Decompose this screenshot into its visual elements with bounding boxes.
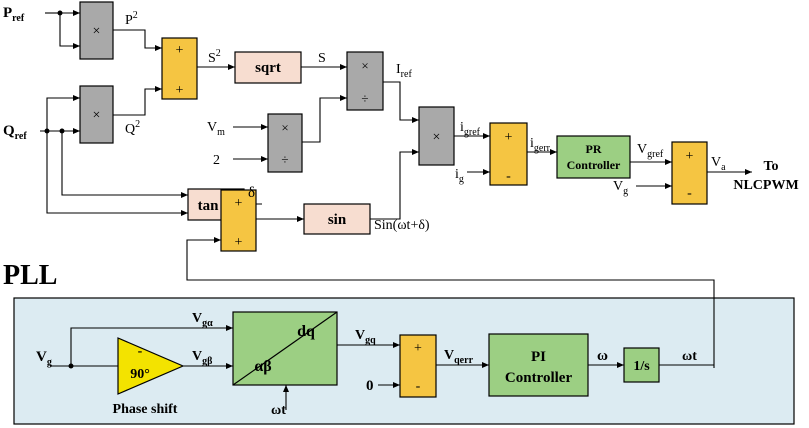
- v-gref-label: Vgref: [637, 142, 664, 160]
- i-gref-label: igref: [460, 120, 481, 138]
- multiply-symbol: ×: [281, 120, 288, 135]
- i-gerr-label: igerr: [530, 136, 551, 154]
- omega-label: ω: [597, 348, 608, 364]
- pi-controller-label: Controller: [505, 370, 573, 386]
- integrator-block: 1/s: [623, 347, 660, 383]
- q-ref-label: Qref: [3, 123, 27, 142]
- dq-label: dq: [297, 323, 315, 340]
- v-m-label: Vm: [207, 120, 225, 138]
- q-squared-multiplier: ×: [79, 85, 114, 144]
- pll-summer: + -: [399, 334, 437, 398]
- v-a-label: Va: [711, 155, 726, 173]
- sqrt-label: sqrt: [255, 60, 281, 76]
- minus-sign: -: [687, 186, 692, 201]
- v-g-beta-label: Vgβ: [192, 349, 212, 367]
- phase-shift-angle: 90°: [130, 367, 150, 382]
- voltage-summer: + -: [671, 141, 708, 205]
- omega-t-out-label: ωt: [682, 349, 697, 364]
- v-qerr-label: Vqerr: [444, 348, 474, 366]
- plus-sign: +: [686, 149, 694, 164]
- minus-sign: -: [416, 379, 421, 394]
- vm-divider: × ÷: [267, 113, 303, 173]
- v-gq-label: Vgq: [355, 328, 376, 346]
- phase-shift-block: - 90°: [117, 337, 185, 395]
- q-squared-label: Q2: [125, 119, 140, 137]
- current-error-summer: + -: [489, 122, 528, 186]
- multiply-symbol: ×: [93, 24, 101, 39]
- pr-controller: PR Controller: [556, 135, 631, 179]
- integrator-label: 1/s: [633, 359, 650, 374]
- tan-label: tan: [198, 198, 219, 214]
- multiply-symbol: ×: [93, 108, 101, 123]
- alphabeta-to-dq-block: dq αβ: [232, 311, 338, 386]
- sin-label: sin: [328, 212, 347, 228]
- pi-controller-label: PI: [531, 349, 546, 365]
- i-ref-label: Iref: [396, 62, 412, 80]
- igref-multiplier: ×: [418, 106, 455, 166]
- sqrt-block: sqrt: [234, 51, 302, 84]
- p-squared-multiplier: ×: [79, 1, 114, 60]
- v-g-label: Vg: [613, 179, 628, 197]
- signal-wires: [40, 10, 752, 410]
- output-label-to: To: [763, 159, 778, 174]
- plus-sign: +: [235, 196, 243, 211]
- pi-controller: PI Controller: [488, 333, 589, 397]
- divide-symbol: ÷: [361, 91, 368, 106]
- s-squared-label: S2: [208, 48, 221, 66]
- plus-sign: +: [505, 130, 513, 145]
- junction-dots: [44, 10, 74, 369]
- plus-sign: +: [414, 341, 422, 356]
- angle-summer: + +: [220, 189, 257, 252]
- minus-sign: -: [506, 169, 511, 184]
- sin-block: sin: [303, 203, 371, 235]
- sin-output-label: Sin(ωt+δ): [374, 218, 430, 233]
- p-squared-label: P2: [125, 10, 138, 28]
- pr-controller-label: PR: [586, 142, 602, 156]
- plus-sign: +: [176, 43, 184, 58]
- v-g-alpha-label: Vgα: [192, 311, 213, 329]
- divide-symbol: ÷: [281, 152, 288, 167]
- multiply-symbol: ×: [433, 130, 441, 145]
- plus-sign: +: [235, 235, 243, 250]
- phase-shift-label: Phase shift: [113, 402, 178, 417]
- output-label-nlcpwm: NLCPWM: [733, 178, 798, 193]
- phase-shift-minus: -: [138, 344, 143, 359]
- multiply-symbol: ×: [361, 58, 368, 73]
- s-squared-summer: + +: [161, 37, 198, 100]
- zero-label: 0: [366, 378, 374, 394]
- delta-label: δ: [248, 185, 255, 201]
- s-label: S: [318, 51, 326, 66]
- plus-sign: +: [176, 83, 184, 98]
- i-g-label: ig: [455, 167, 464, 185]
- two-label: 2: [213, 153, 220, 168]
- alphabeta-label: αβ: [254, 358, 271, 375]
- pll-title: PLL: [3, 260, 57, 291]
- pr-controller-label: Controller: [567, 158, 621, 172]
- pll-v-g-label: Vg: [36, 349, 52, 368]
- p-ref-label: Pref: [3, 5, 25, 24]
- omega-t-in-label: ωt: [271, 403, 286, 418]
- iref-divider: × ÷: [346, 51, 384, 111]
